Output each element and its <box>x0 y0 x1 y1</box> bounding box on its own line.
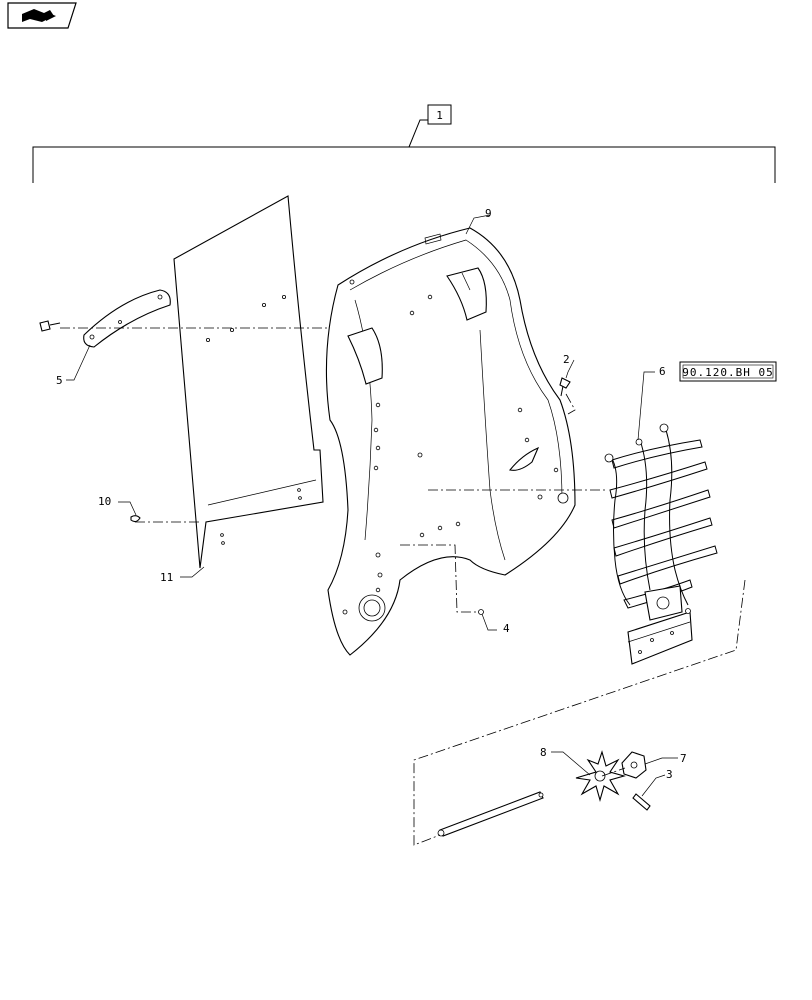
callout-6: 6 <box>659 365 666 378</box>
nut-part <box>621 751 647 779</box>
callout-4: 4 <box>503 622 510 635</box>
callout-leaders <box>66 214 678 797</box>
assembly-bracket <box>32 119 776 183</box>
lumbar-support-part <box>604 423 718 665</box>
assembly-label: 1 <box>436 109 443 122</box>
seat-back-shell-part <box>325 227 576 656</box>
callout-5: 5 <box>56 374 63 387</box>
callout-9: 9 <box>485 207 492 220</box>
assembly-guide-lines <box>60 327 746 846</box>
reference-label: 90.120.BH 05 <box>682 366 773 379</box>
star-knob-part <box>575 750 627 803</box>
callout-7: 7 <box>680 752 687 765</box>
callout-3: 3 <box>666 768 673 781</box>
callout-10: 10 <box>98 495 111 508</box>
screw-part <box>559 377 571 397</box>
handle-screw-part <box>39 320 61 332</box>
pin-part <box>478 609 484 615</box>
reference-box[interactable]: 90.120.BH 05 <box>679 361 777 382</box>
callout-11: 11 <box>160 571 173 584</box>
small-pin-part <box>632 793 651 811</box>
book-arrow-icon[interactable] <box>7 2 77 29</box>
handle-part <box>83 289 171 348</box>
glass-panel-part <box>173 195 324 569</box>
callout-8: 8 <box>540 746 547 759</box>
assembly-label-box: 1 <box>427 104 452 125</box>
clip-part <box>130 515 141 523</box>
callout-2: 2 <box>563 353 570 366</box>
shaft-part <box>437 791 544 837</box>
